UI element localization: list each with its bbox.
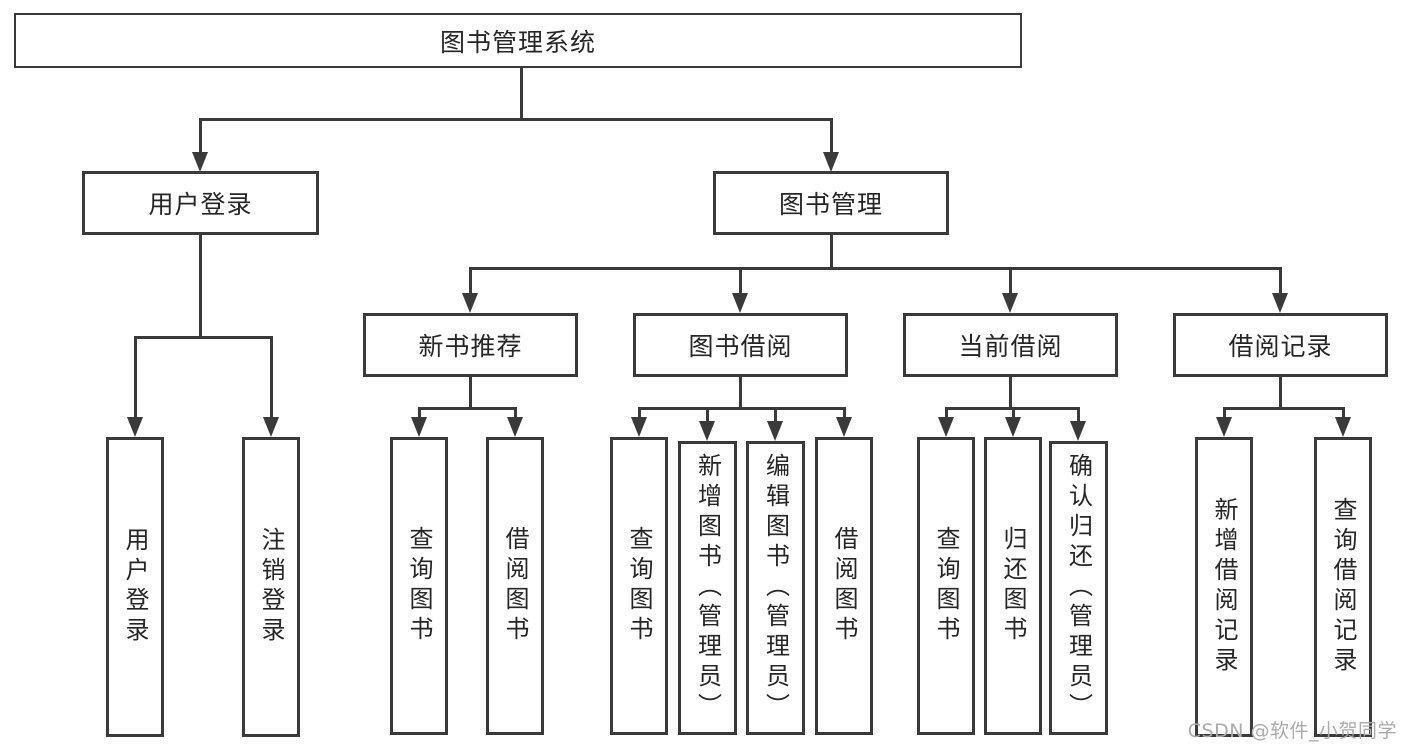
- arrowhead-down: [127, 417, 143, 437]
- csdn-watermark: CSDN @软件_小贺同学: [1187, 720, 1397, 742]
- connector-line: [514, 407, 517, 419]
- arrowhead-down: [732, 293, 748, 313]
- leaf-user-login-label: 用户登录: [121, 527, 149, 647]
- arrowhead-down: [263, 417, 279, 437]
- connector-line: [199, 118, 202, 154]
- node-borrowing-records-label: 借阅记录: [1228, 332, 1333, 361]
- arrowhead-down: [1005, 417, 1021, 437]
- leaf-borrow-books-recommend: 借阅图书: [486, 437, 544, 735]
- connector-line: [638, 407, 641, 419]
- node-user-login: 用户登录: [82, 171, 319, 235]
- connector-line: [199, 235, 202, 338]
- connector-line: [134, 336, 137, 418]
- leaf-query-books-current-label: 查询图书: [932, 526, 960, 646]
- leaf-add-borrow-record: 新增借阅记录: [1195, 437, 1253, 737]
- connector-line: [1009, 377, 1012, 409]
- leaf-edit-book-admin-label: 编辑图书（管理员）: [761, 453, 790, 723]
- connector-line: [638, 407, 846, 410]
- leaf-return-book: 归还图书: [984, 437, 1042, 735]
- node-user-login-label: 用户登录: [148, 190, 253, 219]
- connector-line: [1009, 267, 1012, 295]
- arrowhead-down: [507, 417, 523, 437]
- connector-line: [418, 407, 421, 419]
- leaf-borrow-books-borrowing-label: 借阅图书: [830, 526, 858, 646]
- connector-line: [739, 267, 742, 295]
- arrowhead-down: [1070, 421, 1086, 441]
- leaf-borrow-books-recommend-label: 借阅图书: [501, 526, 529, 646]
- arrowhead-down: [411, 417, 427, 437]
- connector-line: [134, 336, 273, 339]
- leaf-confirm-return-admin: 确认归还（管理员）: [1049, 441, 1108, 735]
- arrowhead-down: [836, 417, 852, 437]
- leaf-query-borrow-record-label: 查询借阅记录: [1329, 497, 1357, 677]
- leaf-add-book-admin-label: 新增图书（管理员）: [693, 453, 722, 723]
- connector-line: [1279, 377, 1282, 409]
- node-new-book-recommend-label: 新书推荐: [418, 332, 523, 361]
- connector-line: [774, 407, 777, 423]
- leaf-query-books-borrowing: 查询图书: [610, 437, 668, 735]
- arrowhead-down: [699, 421, 715, 441]
- leaf-logout: 注销登录: [242, 437, 300, 737]
- arrowhead-down: [1002, 293, 1018, 313]
- leaf-user-login: 用户登录: [106, 437, 164, 737]
- connector-line: [843, 407, 846, 419]
- node-borrowing-records: 借阅记录: [1173, 313, 1388, 377]
- node-book-management-label: 图书管理: [778, 190, 883, 219]
- arrowhead-down: [1272, 293, 1288, 313]
- leaf-edit-book-admin: 编辑图书（管理员）: [746, 441, 805, 735]
- node-root-label: 图书管理系统: [439, 27, 596, 57]
- connector-line: [1342, 407, 1345, 419]
- connector-line: [520, 68, 523, 120]
- leaf-confirm-return-admin-label: 确认归还（管理员）: [1064, 453, 1093, 723]
- arrowhead-down: [823, 152, 839, 172]
- connector-line: [945, 407, 948, 419]
- connector-line: [469, 377, 472, 409]
- node-root-system: 图书管理系统: [14, 13, 1022, 68]
- connector-line: [1223, 407, 1345, 410]
- arrowhead-down: [1335, 417, 1351, 437]
- leaf-query-books-borrowing-label: 查询图书: [625, 526, 653, 646]
- connector-line: [830, 118, 833, 154]
- node-new-book-recommend: 新书推荐: [363, 313, 578, 377]
- arrowhead-down: [631, 417, 647, 437]
- leaf-query-books-recommend: 查询图书: [390, 437, 448, 735]
- connector-line: [1279, 267, 1282, 295]
- connector-line: [1077, 407, 1080, 423]
- connector-line: [706, 407, 709, 423]
- arrowhead-down: [462, 293, 478, 313]
- leaf-borrow-books-borrowing: 借阅图书: [815, 437, 873, 735]
- connector-line: [1012, 407, 1015, 419]
- leaf-query-books-current: 查询图书: [917, 437, 975, 735]
- connector-line: [739, 377, 742, 409]
- leaf-return-book-label: 归还图书: [999, 526, 1027, 646]
- node-book-borrowing-label: 图书借阅: [688, 332, 793, 361]
- leaf-add-borrow-record-label: 新增借阅记录: [1210, 497, 1238, 677]
- node-book-management: 图书管理: [713, 171, 949, 235]
- arrowhead-down: [938, 417, 954, 437]
- arrowhead-down: [192, 152, 208, 172]
- node-current-borrowing: 当前借阅: [903, 313, 1118, 377]
- connector-line: [199, 118, 833, 121]
- leaf-logout-label: 注销登录: [257, 527, 285, 647]
- connector-line: [418, 407, 517, 410]
- leaf-query-books-recommend-label: 查询图书: [405, 526, 433, 646]
- node-current-borrowing-label: 当前借阅: [958, 332, 1063, 361]
- arrowhead-down: [767, 421, 783, 441]
- connector-line: [469, 267, 472, 295]
- connector-line: [830, 235, 833, 270]
- leaf-add-book-admin: 新增图书（管理员）: [678, 441, 737, 735]
- connector-line: [270, 336, 273, 418]
- connector-line: [1223, 407, 1226, 419]
- connector-line: [469, 267, 1282, 270]
- arrowhead-down: [1216, 417, 1232, 437]
- leaf-query-borrow-record: 查询借阅记录: [1314, 437, 1372, 737]
- node-book-borrowing: 图书借阅: [633, 313, 848, 377]
